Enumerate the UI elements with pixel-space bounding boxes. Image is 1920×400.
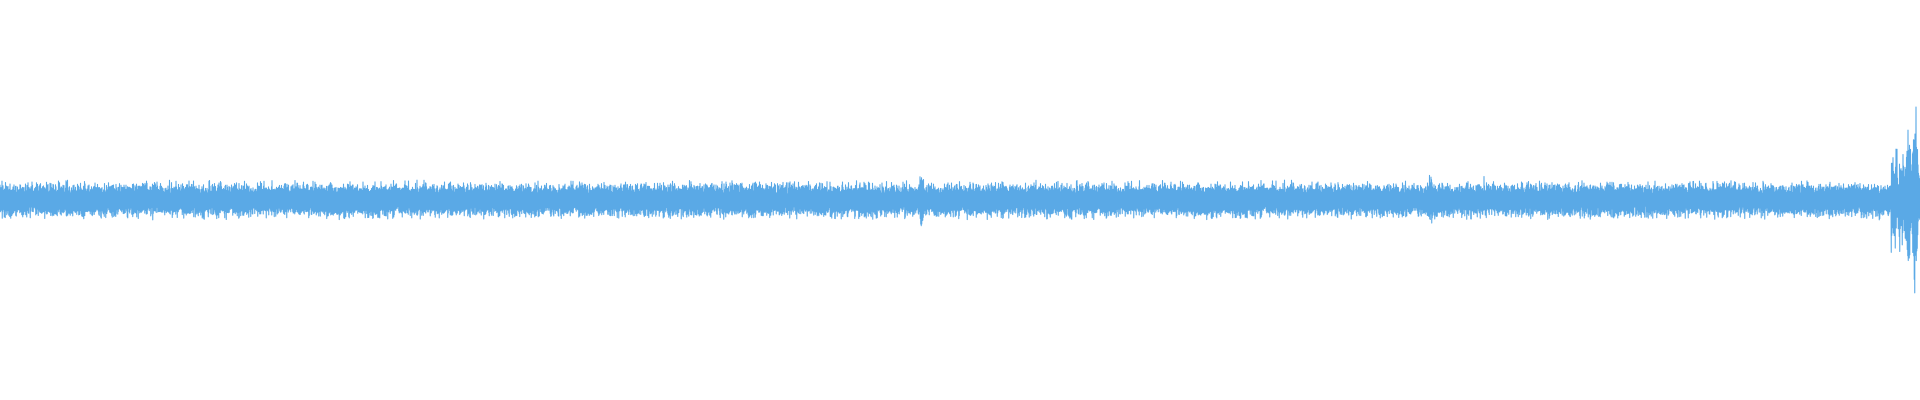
waveform-trace	[0, 106, 1920, 294]
